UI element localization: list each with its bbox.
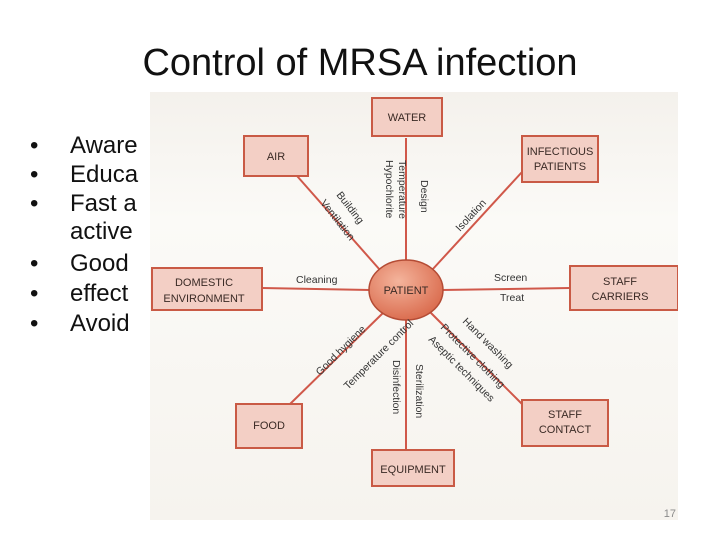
food-node — [235, 403, 303, 449]
cleaning-label: Cleaning — [296, 274, 338, 286]
diagram-photo: PATIENT WATER AIR INFECTIOUS PATIENTS DO… — [150, 92, 678, 520]
bullet-text-continued: active — [70, 218, 133, 245]
domestic-label-1: DOMESTIC — [175, 277, 233, 289]
water-label: WATER — [388, 112, 427, 124]
bullet-text: Fast a — [70, 190, 137, 217]
bullet-item: • Avoid — [12, 310, 138, 340]
air-node — [243, 135, 309, 177]
spoke-staff-contact — [429, 311, 523, 405]
air-label: AIR — [267, 151, 285, 163]
food-label: FOOD — [253, 420, 285, 432]
node-boxes — [151, 97, 678, 487]
bullet-text: effect — [70, 280, 129, 307]
bullet-text: Avoid — [70, 310, 130, 337]
infectious-label-1: INFECTIOUS — [527, 146, 594, 158]
page-number: 17 — [663, 508, 676, 520]
patient-node — [368, 259, 444, 321]
spoke-infectious — [431, 171, 523, 271]
patient-label: PATIENT — [384, 285, 429, 297]
infection-control-diagram: PATIENT WATER AIR INFECTIOUS PATIENTS DO… — [151, 97, 678, 487]
bullet-item: • Good — [12, 250, 138, 280]
bullet-text: Aware — [70, 132, 138, 159]
bullet-dot: • — [30, 132, 39, 159]
spoke-domestic — [261, 287, 371, 291]
slide-title: Control of MRSA infection — [142, 42, 578, 84]
disinfection-label: Disinfection — [390, 360, 402, 414]
staff-contact-label-1: STAFF — [548, 409, 582, 421]
infectious-label-2: PATIENTS — [534, 161, 586, 173]
bullet-item: • Fast a active — [12, 190, 138, 250]
bullet-item: • Aware — [12, 132, 138, 161]
bullet-dot: • — [30, 280, 39, 307]
domestic-label-2: ENVIRONMENT — [163, 293, 245, 305]
staff-contact-label-2: CONTACT — [539, 424, 592, 436]
domestic-environment-node — [151, 267, 263, 311]
bullet-dot: • — [30, 310, 39, 337]
screen-label: Screen — [494, 272, 527, 284]
staff-carriers-label-1: STAFF — [603, 276, 637, 288]
bullet-list: • Aware • Educa • Fast a active • Good •… — [12, 132, 138, 340]
spoke-food — [287, 311, 385, 407]
spoke-air — [289, 167, 381, 271]
bullet-text: Educa — [70, 161, 139, 188]
temperature-label: Temperature — [396, 160, 408, 219]
spoke-staff-carriers — [441, 287, 571, 291]
bullet-dot: • — [30, 161, 39, 188]
bullet-text: Good — [70, 250, 129, 277]
bullet-item: • effect — [12, 280, 138, 310]
spokes — [261, 138, 571, 450]
infectious-patients-node — [521, 135, 599, 183]
staff-carriers-node — [569, 265, 678, 311]
bullet-dot: • — [30, 190, 39, 217]
treat-label: Treat — [500, 292, 524, 304]
bullet-item: • Educa — [12, 161, 138, 190]
sterilization-label: Sterilization — [413, 364, 425, 418]
bullet-dot: • — [30, 250, 39, 277]
water-node — [371, 97, 443, 137]
equipment-label: EQUIPMENT — [380, 464, 446, 476]
equipment-node — [371, 449, 455, 487]
temperature-control-label: Temperature control — [342, 318, 417, 393]
node-labels: WATER AIR INFECTIOUS PATIENTS DOMESTIC E… — [163, 112, 648, 476]
design-label: Design — [418, 180, 430, 213]
hypochlorite-label: Hypochlorite — [383, 160, 395, 219]
staff-contact-node — [521, 399, 609, 447]
staff-carriers-label-2: CARRIERS — [592, 291, 649, 303]
